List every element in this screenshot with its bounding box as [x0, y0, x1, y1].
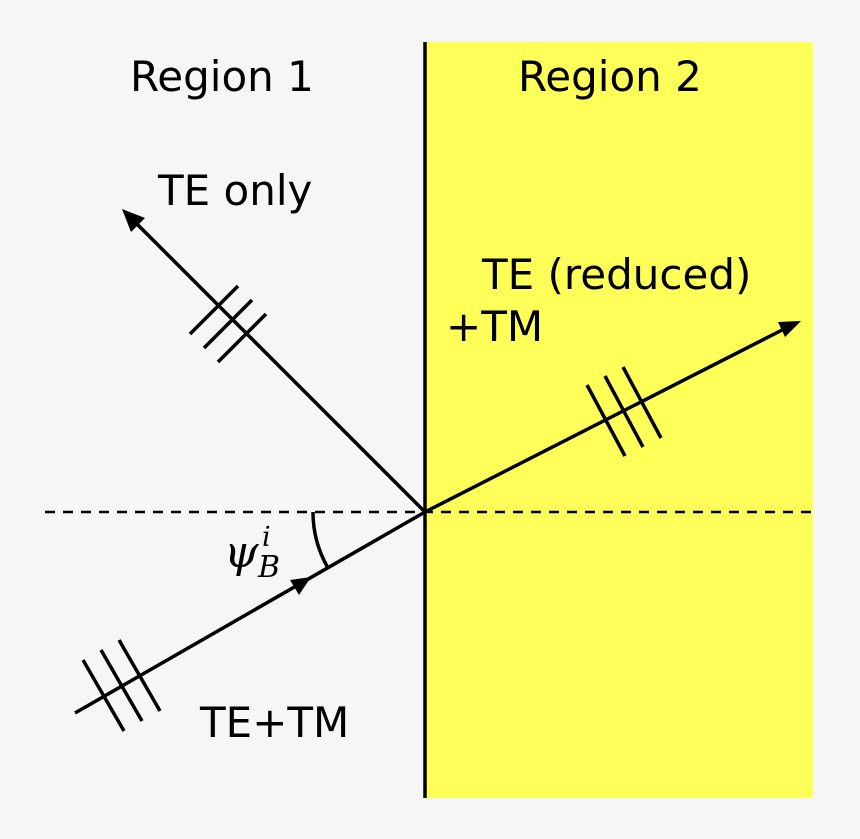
region-1-label: Region 1 — [130, 52, 314, 101]
transmitted-ray-label-line1: TE (reduced) — [481, 250, 751, 299]
transmitted-polarization-ticks — [585, 366, 663, 457]
incident-polarization-ticks — [81, 639, 162, 732]
reflected-arrowhead — [122, 209, 145, 232]
angle-superscript: i — [262, 522, 271, 553]
angle-symbol: ψ — [224, 527, 259, 578]
brewster-angle-label: ψ i B — [224, 522, 280, 585]
angle-subscript: B — [257, 550, 280, 585]
incident-ray — [74, 510, 426, 715]
reflected-ray — [132, 219, 427, 514]
reflected-ray-label: TE only — [157, 166, 312, 215]
incident-ray-label: TE+TM — [199, 698, 349, 747]
transmitted-arrowhead — [778, 321, 801, 337]
incident-arrowhead — [290, 577, 311, 595]
reflected-polarization-ticks — [188, 284, 268, 364]
region-2-label: Region 2 — [518, 52, 702, 101]
brewster-angle-arc — [311, 511, 330, 569]
region-2-area — [425, 42, 813, 798]
transmitted-ray-label-line2: +TM — [446, 302, 543, 351]
